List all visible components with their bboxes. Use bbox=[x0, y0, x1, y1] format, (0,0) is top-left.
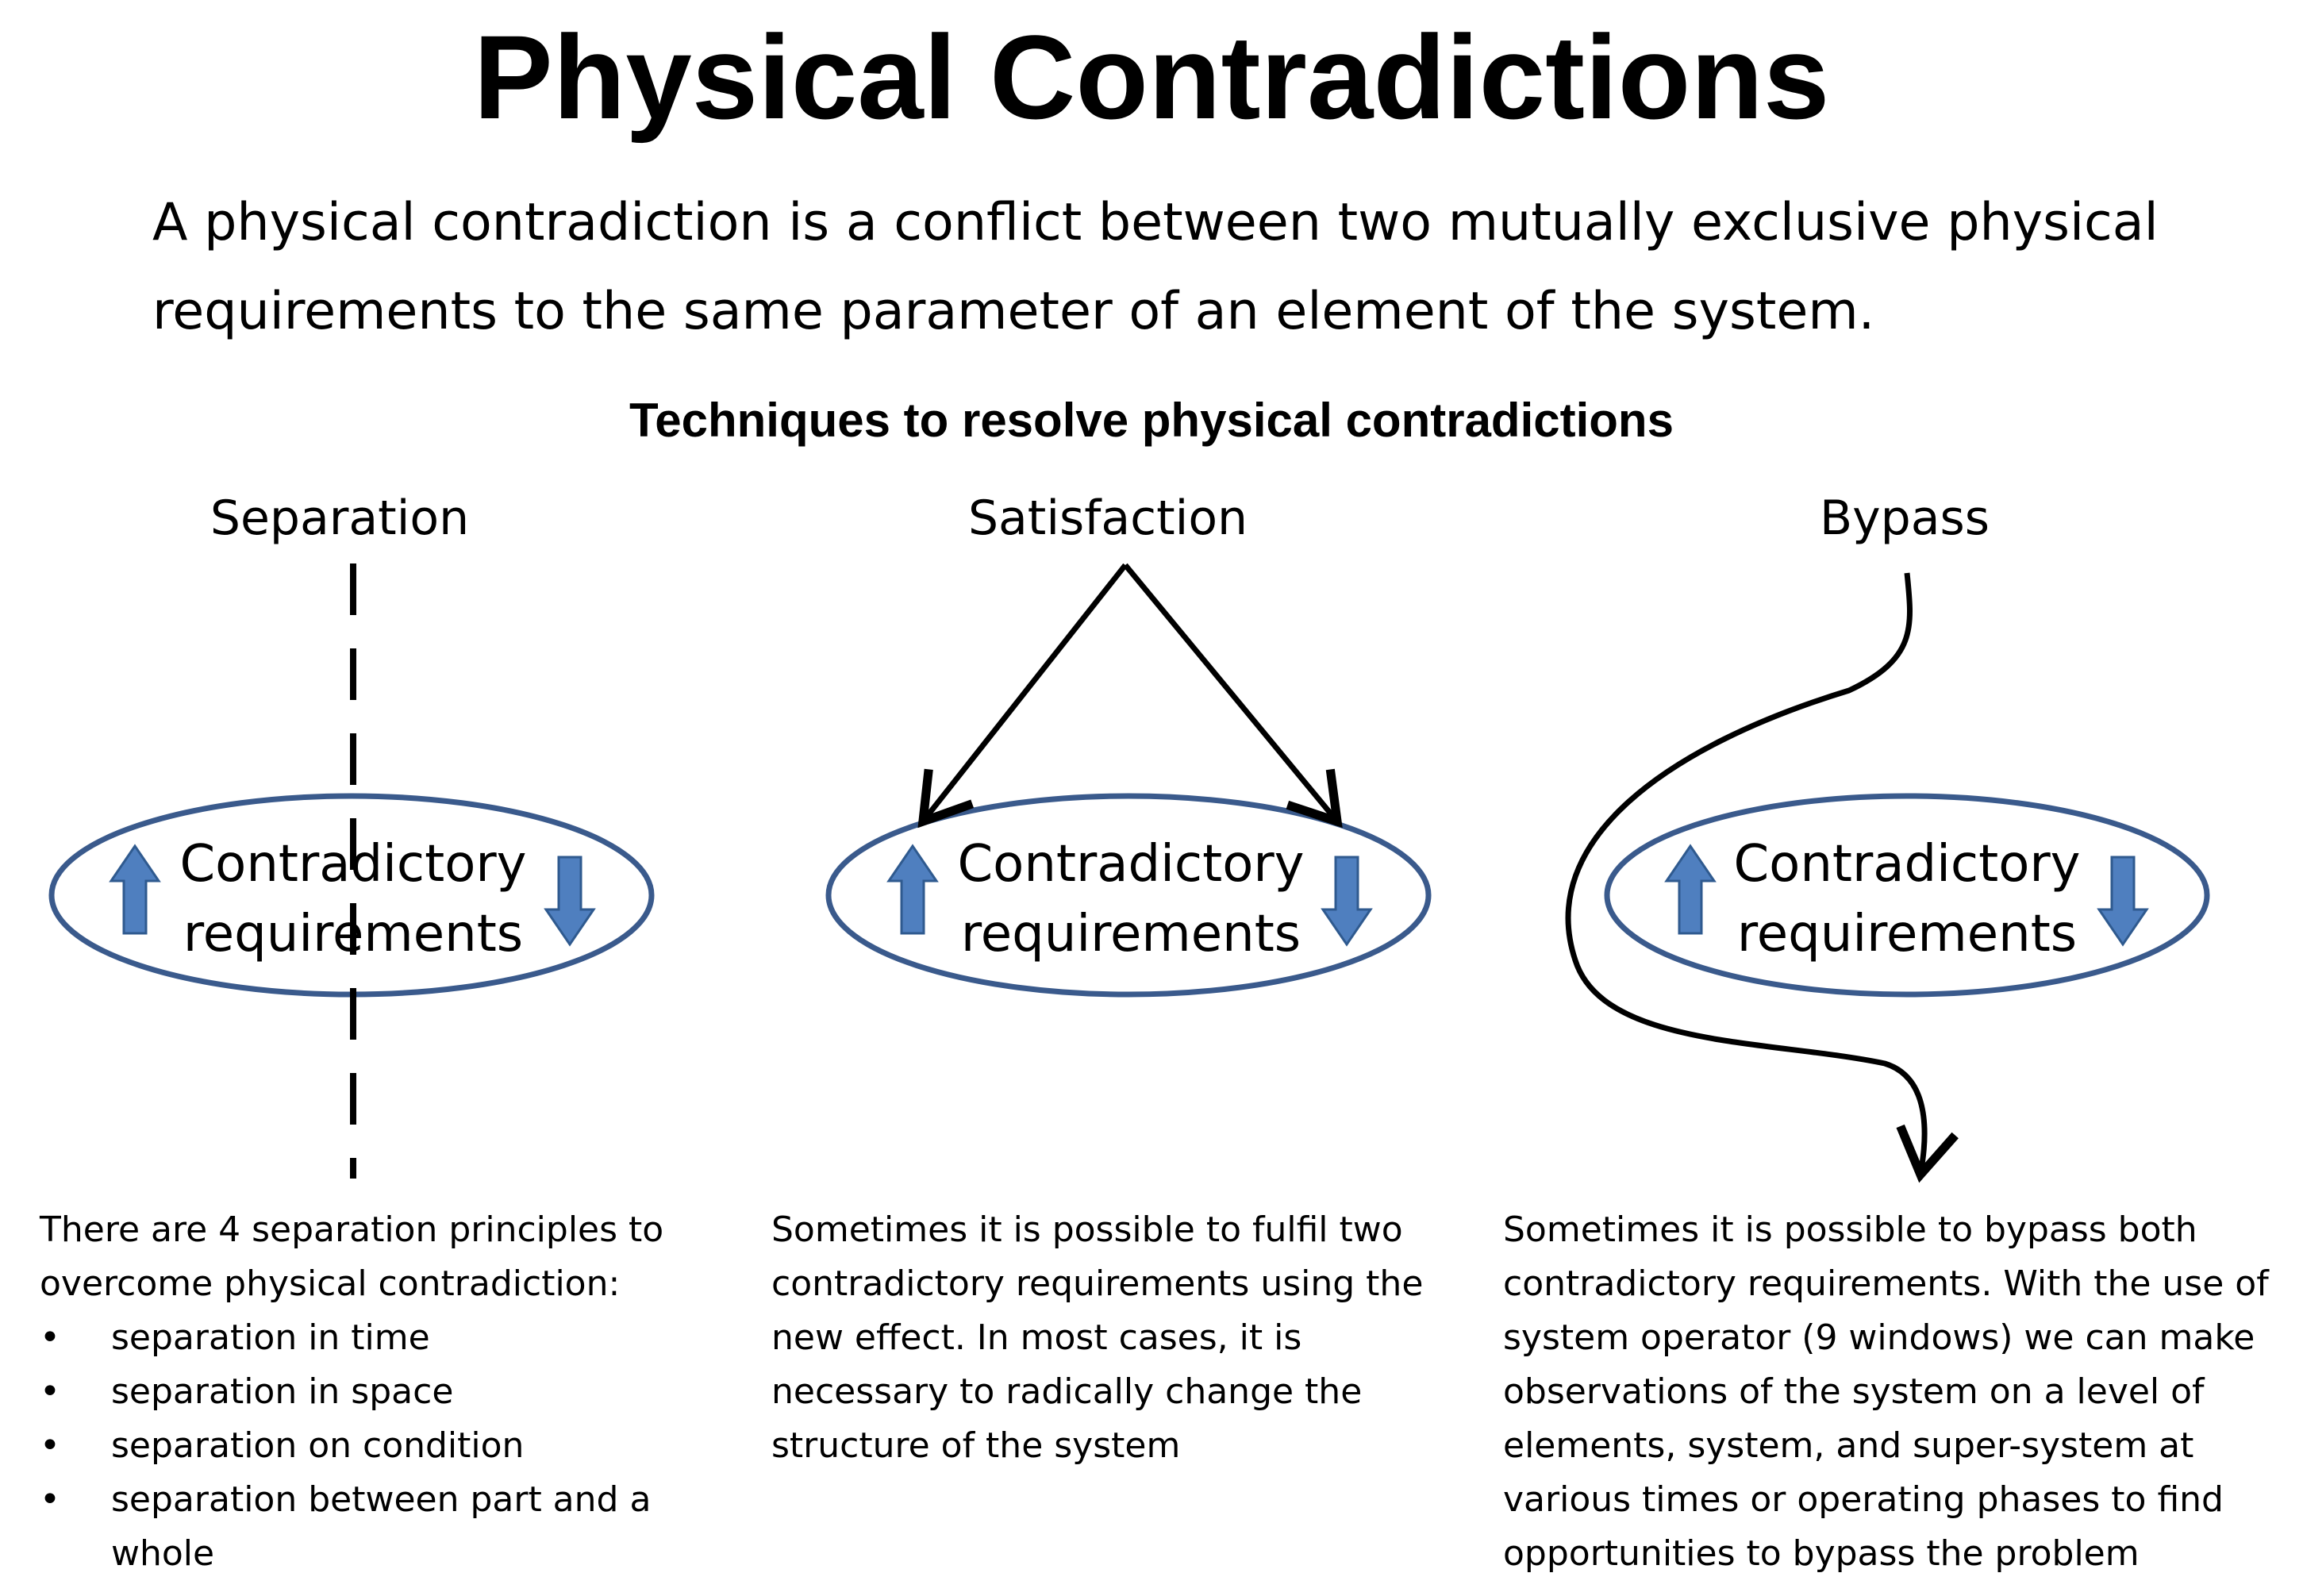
satisfaction-description-text: Sometimes it is possible to fulfil two c… bbox=[771, 1209, 1424, 1466]
list-item-label: separation in time bbox=[111, 1317, 430, 1358]
separation-description: There are 4 separation principles to ove… bbox=[40, 1203, 754, 1581]
bypass-diagram: Contradictory requirements bbox=[1565, 572, 2210, 1183]
list-item-label: separation between part and a whole bbox=[111, 1479, 652, 1574]
up-arrow-icon bbox=[1664, 844, 1717, 935]
down-arrow-icon bbox=[544, 856, 596, 947]
list-item: • separation between part and a whole bbox=[40, 1473, 754, 1581]
satisfaction-ellipse-line1: Contradictory bbox=[957, 835, 1304, 894]
bypass-curve-arrow bbox=[1565, 572, 1959, 1183]
satisfaction-diagram: Contradictory requirements bbox=[825, 563, 1432, 998]
separation-principles-list: • separation in time • separation in space… bbox=[40, 1311, 754, 1581]
satisfaction-ellipse bbox=[825, 793, 1432, 998]
section-subtitle: Techniques to resolve physical contradic… bbox=[629, 394, 1674, 447]
satisfaction-arrow-left bbox=[917, 563, 1128, 829]
up-arrow-icon bbox=[886, 844, 939, 935]
bullet-icon: • bbox=[40, 1479, 60, 1520]
bullet-icon: • bbox=[40, 1371, 60, 1412]
bypass-ellipse bbox=[1604, 793, 2210, 998]
bullet-icon: • bbox=[40, 1425, 60, 1466]
separation-description-text: There are 4 separation principles to ove… bbox=[40, 1209, 664, 1304]
list-item-label: separation in space bbox=[111, 1371, 454, 1412]
satisfaction-heading: Satisfaction bbox=[967, 490, 1248, 546]
down-arrow-icon bbox=[1321, 856, 1373, 947]
separation-ellipse-line2: requirements bbox=[183, 905, 523, 963]
bypass-heading: Bypass bbox=[1819, 490, 1990, 546]
page-title: Physical Contradictions bbox=[473, 10, 1830, 144]
intro-text: A physical contradiction is a conflict b… bbox=[152, 193, 2159, 341]
bypass-ellipse-line2: requirements bbox=[1737, 905, 2077, 963]
satisfaction-arrow-right bbox=[1123, 563, 1343, 829]
bypass-description-text: Sometimes it is possible to bypass both … bbox=[1503, 1209, 2269, 1574]
list-item-label: separation on condition bbox=[111, 1425, 525, 1466]
up-arrow-icon bbox=[109, 844, 161, 935]
satisfaction-ellipse-line2: requirements bbox=[961, 905, 1301, 963]
bullet-icon: • bbox=[40, 1317, 60, 1358]
separation-ellipse-line1: Contradictory bbox=[179, 835, 526, 894]
separation-heading: Separation bbox=[210, 490, 470, 546]
bypass-description: Sometimes it is possible to bypass both … bbox=[1503, 1203, 2289, 1581]
list-item: • separation in space bbox=[40, 1365, 754, 1419]
list-item: • separation on condition bbox=[40, 1419, 754, 1473]
satisfaction-description: Sometimes it is possible to fulfil two c… bbox=[771, 1203, 1470, 1473]
separation-diagram: Contradictory requirements bbox=[48, 563, 655, 1179]
down-arrow-icon bbox=[2097, 856, 2149, 947]
bypass-ellipse-line1: Contradictory bbox=[1733, 835, 2080, 894]
list-item: • separation in time bbox=[40, 1311, 754, 1365]
